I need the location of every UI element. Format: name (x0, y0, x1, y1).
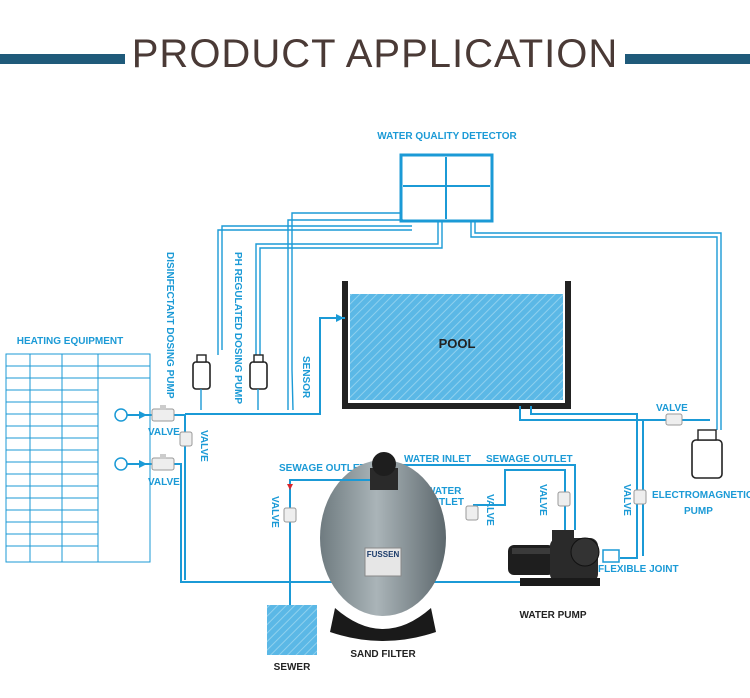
disinfectant-dosing-pump-icon (192, 354, 211, 390)
title-bar-left (0, 54, 125, 64)
valve-heater-bottom (151, 454, 175, 471)
valve-label-4: VALVE (656, 403, 688, 414)
valve-label-2: VALVE (148, 477, 180, 488)
sewer-label: SEWER (274, 662, 311, 673)
electromagnetic-pump-icon (691, 429, 723, 479)
valve-heater-top (151, 405, 175, 422)
pool-label: POOL (439, 336, 476, 351)
sensor-label: SENSOR (300, 356, 311, 399)
heating-equipment-label: HEATING EQUIPMENT (17, 336, 123, 347)
valve-pump-inlet (633, 489, 647, 505)
pool (342, 281, 571, 409)
valve-label-1: VALVE (148, 427, 180, 438)
water-quality-detector (399, 153, 494, 223)
sand-filter (320, 452, 446, 641)
flow-arrow-red (287, 484, 293, 490)
sewage-outlet-right-label: SEWAGE OUTLET (486, 454, 573, 465)
valve-label-6: VALVE (537, 484, 548, 516)
water-pump (508, 530, 600, 586)
valve-heater-bypass (179, 431, 193, 447)
water-pump-label: WATER PUMP (519, 610, 586, 621)
valve-label-5: VALVE (621, 484, 632, 516)
flexible-joint (602, 549, 620, 563)
valve-label-8: VALVE (269, 496, 280, 528)
valve-sewage-outlet-left (283, 507, 297, 523)
ph-regulated-dosing-pump-label: PH REGULATED DOSING PUMP (232, 252, 243, 404)
brand-label: FUSSEN (367, 550, 400, 559)
disinfectant-dosing-pump-label: DISINFECTANT DOSING PUMP (164, 252, 175, 399)
page-title: PRODUCT APPLICATION (131, 32, 619, 76)
heating-equipment (5, 353, 151, 563)
water-inlet-label: WATER INLET (404, 454, 471, 465)
valve-water-outlet (465, 505, 479, 521)
sewage-outlet-left-label: SEWAGE OUTLET (279, 463, 366, 474)
title-bar-right (625, 54, 750, 64)
electromagnetic-pump-label-2: PUMP (684, 506, 713, 517)
valve-label-3: VALVE (198, 430, 209, 462)
sewer (267, 605, 317, 655)
water-outlet-label-1: WATER (426, 486, 462, 497)
valve-label-7: VALVE (484, 494, 495, 526)
ph-dosing-pump-icon (249, 354, 268, 390)
detector-wiring (217, 212, 722, 430)
electromagnetic-pump-label-1: ELECTROMAGNETIC (652, 490, 750, 501)
valve-electromagnetic (665, 413, 683, 426)
valve-sewage-outlet-right (557, 491, 571, 507)
water-quality-detector-label: WATER QUALITY DETECTOR (377, 131, 517, 142)
water-outlet-label-2: OUTLET (424, 497, 464, 508)
flexible-joint-label: FLEXIBLE JOINT (598, 564, 679, 575)
title-section: PRODUCT APPLICATION (0, 30, 750, 86)
sand-filter-label: SAND FILTER (350, 649, 416, 660)
